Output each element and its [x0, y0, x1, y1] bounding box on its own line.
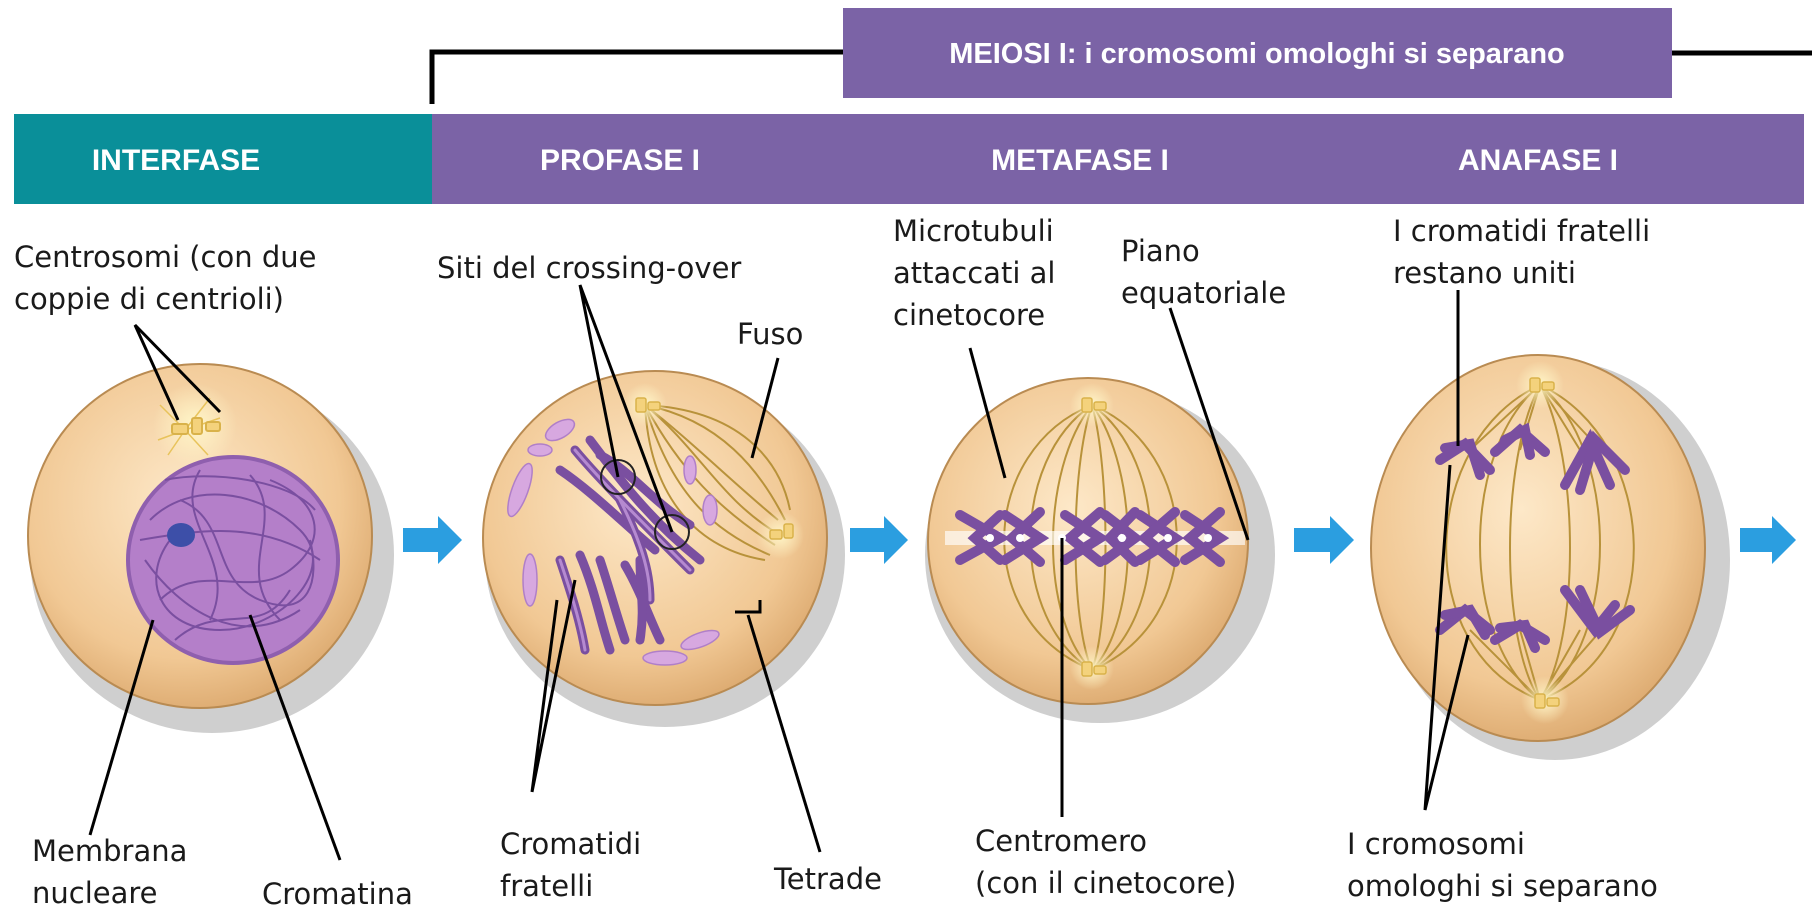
- arrow-right-icon: [403, 516, 462, 564]
- phase-label-profase: PROFASE I: [540, 144, 700, 177]
- label-centrosomi: Centrosomi (con due coppie di centrioli): [14, 236, 316, 320]
- label-siti-crossing-over: Siti del crossing-over: [437, 247, 741, 289]
- phase-label-interfase: INTERFASE: [92, 144, 260, 177]
- label-cromatina: Cromatina: [262, 873, 413, 908]
- label-tetrade: Tetrade: [774, 858, 882, 900]
- cell-profase: [483, 371, 845, 727]
- label-centromero: Centromero (con il cinetocore): [975, 820, 1236, 904]
- meiosi-title: MEIOSI I: i cromosomi omologhi si separa…: [949, 38, 1565, 70]
- meiosi-bracket-left: [432, 52, 846, 104]
- label-microtubuli: Microtubuli attaccati al cinetocore: [893, 210, 1055, 336]
- label-fuso: Fuso: [737, 313, 803, 355]
- label-membrana-nucleare: Membrana nucleare: [32, 830, 187, 908]
- label-omologhi-separano: I cromosomi omologhi si separano: [1347, 823, 1658, 907]
- cell-interfase: [28, 364, 394, 733]
- arrow-right-icon: [850, 516, 908, 564]
- label-cromatidi-uniti: I cromatidi fratelli restano uniti: [1393, 210, 1650, 294]
- label-piano-equatoriale: Piano equatoriale: [1121, 230, 1286, 314]
- label-cromatidi-fratelli: Cromatidi fratelli: [500, 823, 641, 907]
- cell-anafase: [1371, 355, 1730, 760]
- phase-label-metafase: METAFASE I: [991, 144, 1169, 177]
- cell-metafase: [925, 378, 1275, 723]
- arrow-right-icon: [1740, 516, 1796, 564]
- arrow-right-icon: [1294, 516, 1354, 564]
- phase-label-anafase: ANAFASE I: [1458, 144, 1618, 177]
